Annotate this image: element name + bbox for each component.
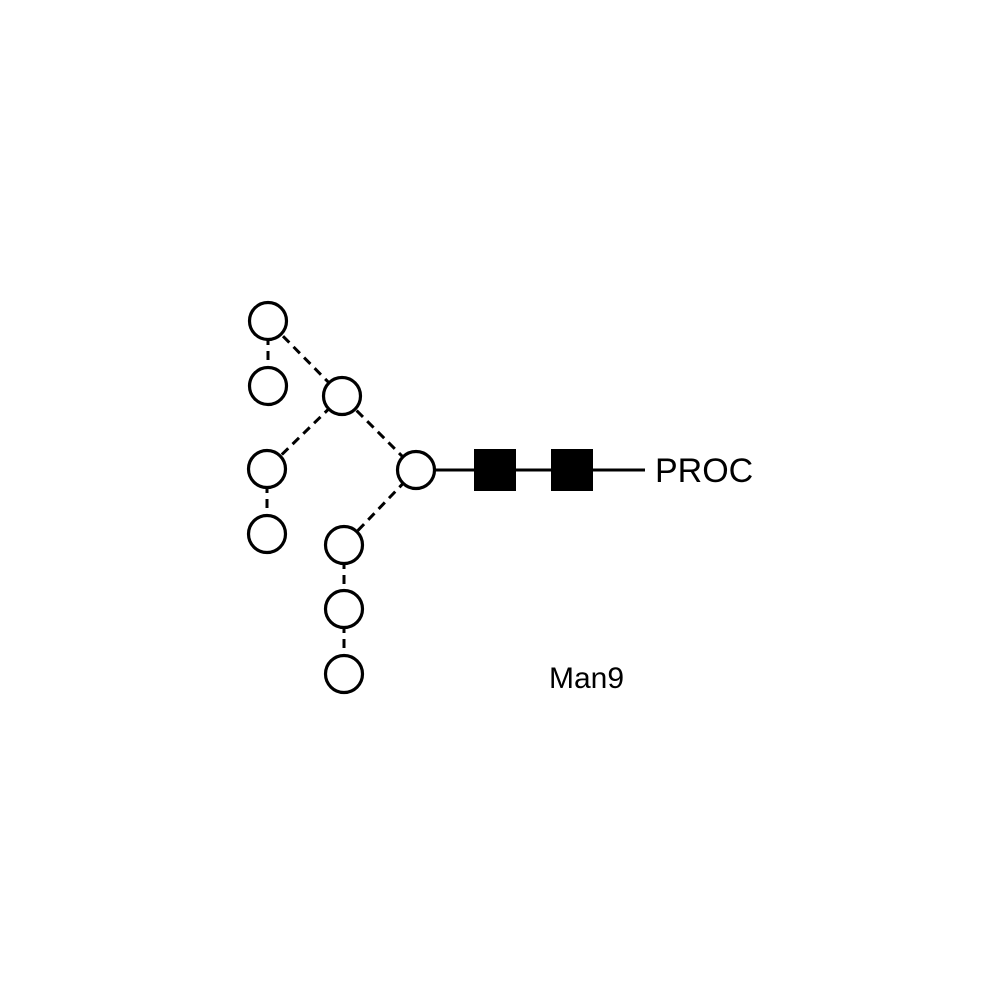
mannose-circle-mid xyxy=(246,448,288,490)
mannose-circle-top xyxy=(247,300,289,342)
mannose-circle-mid-terminal xyxy=(246,513,288,555)
protein-label: PROC xyxy=(655,452,753,490)
mannose-circle-upper-branch xyxy=(321,375,363,417)
glycan-name-label: Man9 xyxy=(549,662,624,695)
mannose-circle-core xyxy=(395,449,437,491)
mannose-circle-lower-branch xyxy=(323,524,365,566)
glcnac-square-1 xyxy=(474,449,516,491)
mannose-circle-lower-terminal xyxy=(323,653,365,695)
mannose-circle-lower-mid xyxy=(323,588,365,630)
mannose-circle-top-terminal xyxy=(247,365,289,407)
glcnac-square-2 xyxy=(551,449,593,491)
